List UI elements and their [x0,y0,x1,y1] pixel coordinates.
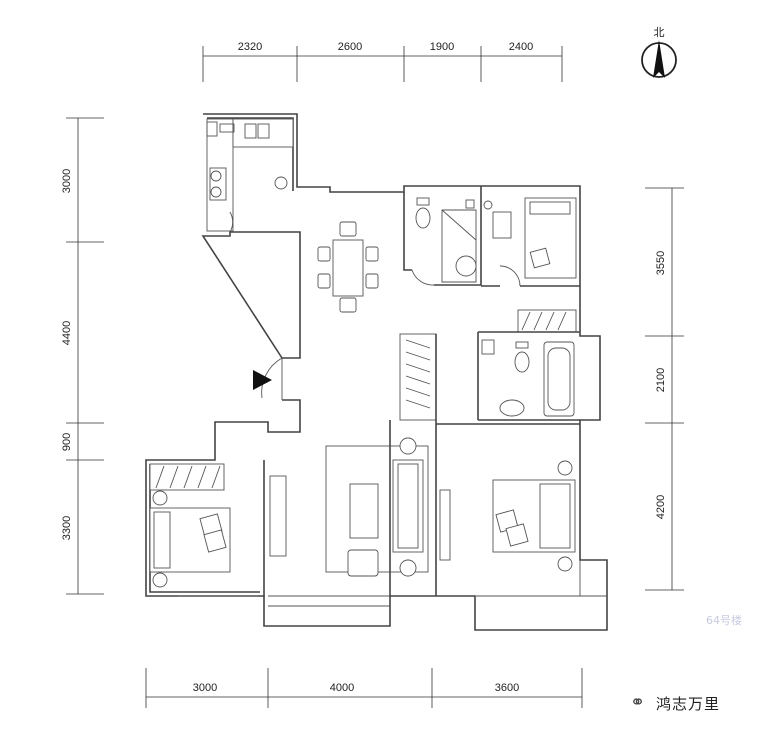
sofa-icon [392,459,424,553]
bedroom-second [149,460,265,597]
dim-bottom-1: 3000 [193,682,217,694]
bed-icon [524,197,577,279]
sink-icon [244,123,257,139]
building-label: 64号楼 [706,614,742,627]
dim-right-3: 4200 [655,495,667,519]
nightstand-lamp-icon [152,572,168,588]
shower-icon [455,255,477,277]
tv-cabinet-icon [439,489,451,561]
nightstand-lamp-icon [557,556,573,572]
dim-top-3: 1900 [430,41,454,53]
bathtub-icon [543,341,575,417]
compass-label: 北 [654,26,665,39]
bedroom-small [481,197,580,287]
dim-bottom-2: 4000 [330,682,354,694]
top-dimension-line: 2320 2600 1900 2400 [202,41,563,82]
dim-right-2: 2100 [655,368,667,392]
toilet-icon [415,207,431,229]
dim-left-3: 900 [61,433,73,451]
entrance-door [253,357,283,400]
left-dimension-line: 3000 4400 900 3300 [61,117,104,595]
living-room [268,437,429,607]
dim-top-2: 2600 [338,41,362,53]
dim-right-1: 3550 [655,251,667,275]
bedroom-master [436,423,607,597]
tv-cabinet-icon [269,475,287,557]
right-dimension-line: 3550 2100 4200 [645,187,684,591]
dim-left-4: 3300 [61,516,73,540]
toilet-icon [514,351,530,373]
wardrobe-icon [149,463,225,491]
dining-table [317,221,379,313]
bathroom-upper [403,186,482,286]
wechat-icon: ⚭ [630,692,646,713]
armchair-icon [347,549,379,577]
entry-arrow-icon [253,370,272,390]
north-arrow-icon: 北 [641,26,677,78]
dim-left-1: 3000 [61,169,73,193]
dim-bottom-3: 3600 [495,682,519,694]
stove-burner-icon [210,186,222,198]
bottom-dimension-line: 3000 4000 3600 [145,668,583,708]
watermark-text: 鸿志万里 [656,695,721,713]
washbasin-icon [499,399,525,417]
washing-machine-icon [274,176,288,190]
dim-top-4: 2400 [509,41,533,53]
stove-burner-icon [210,170,222,182]
nightstand-lamp-icon [152,490,168,506]
kitchen [206,118,294,233]
nightstand-lamp-icon [557,460,573,476]
dim-top-1: 2320 [238,41,262,53]
bathroom-lower [477,331,580,421]
dim-left-2: 4400 [61,321,73,345]
coffee-table-icon [349,483,379,539]
